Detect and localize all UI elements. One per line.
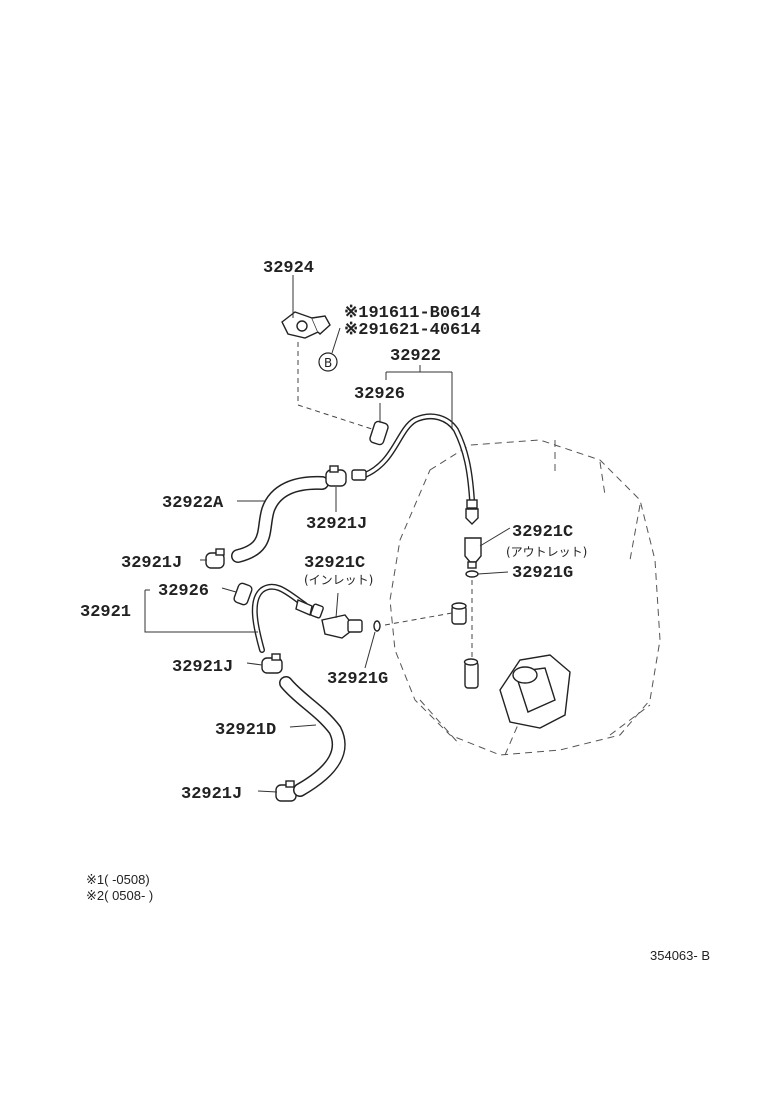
label-32922A: 32922A	[162, 494, 224, 513]
label-32921C-right: 32921C	[512, 523, 573, 542]
part-labels: 32924 ※191611-B0614 ※291621-40614 B 3292…	[80, 259, 587, 804]
label-91621: ※291621-40614	[344, 321, 481, 340]
label-32921G-mid: 32921G	[327, 670, 388, 689]
note-1: ※1( -0508)	[86, 872, 150, 887]
label-32921C-right-note: (アウトレット)	[506, 545, 587, 559]
label-circle-b: B	[324, 356, 332, 370]
pipe-32922	[351, 413, 479, 525]
o-ring-32921G-mid	[373, 620, 381, 632]
pipe-32921	[251, 583, 313, 653]
label-32922: 32922	[390, 347, 441, 366]
label-32921G-right: 32921G	[512, 564, 573, 583]
label-32921J-1: 32921J	[306, 515, 367, 534]
sleeve-32926-top	[369, 420, 389, 446]
clamp-32921J-upper	[325, 465, 347, 487]
hose-32921D	[279, 676, 346, 797]
label-32924: 32924	[263, 259, 314, 278]
leader-lines	[144, 275, 511, 793]
footnotes: ※1( -0508) ※2( 0508- )	[86, 872, 153, 903]
b-circle-icon	[318, 352, 338, 372]
fitting-32921C-outlet	[464, 537, 482, 569]
clamp-32921J-mid	[261, 653, 283, 674]
label-32921: 32921	[80, 603, 131, 622]
note-2: ※2( 0508- )	[86, 888, 153, 903]
sleeve-32926-mid	[233, 582, 253, 606]
label-32921J-2: 32921J	[121, 554, 182, 573]
transmission-outline	[389, 439, 661, 756]
label-91611: ※191611-B0614	[344, 304, 481, 323]
clamp-32924	[281, 311, 331, 339]
label-32921C-mid-note: (インレット)	[304, 573, 373, 587]
label-32921J-4: 32921J	[181, 785, 242, 804]
case-fittings	[451, 602, 479, 689]
clamp-32921J-left	[205, 548, 225, 569]
hose-32922A	[231, 475, 329, 563]
hose-clamps	[205, 465, 347, 802]
label-32926-mid: 32926	[158, 582, 209, 601]
label-32921J-3: 32921J	[172, 658, 233, 677]
starter-motor	[499, 654, 571, 729]
figure-code: 354063- B	[650, 948, 710, 963]
fitting-32921C-inlet	[310, 603, 363, 639]
label-32921D: 32921D	[215, 721, 276, 740]
label-32926-top: 32926	[354, 385, 405, 404]
o-ring-32921G-right	[465, 570, 479, 578]
label-32921C-mid: 32921C	[304, 554, 365, 573]
clamp-32921J-bottom	[275, 780, 297, 802]
